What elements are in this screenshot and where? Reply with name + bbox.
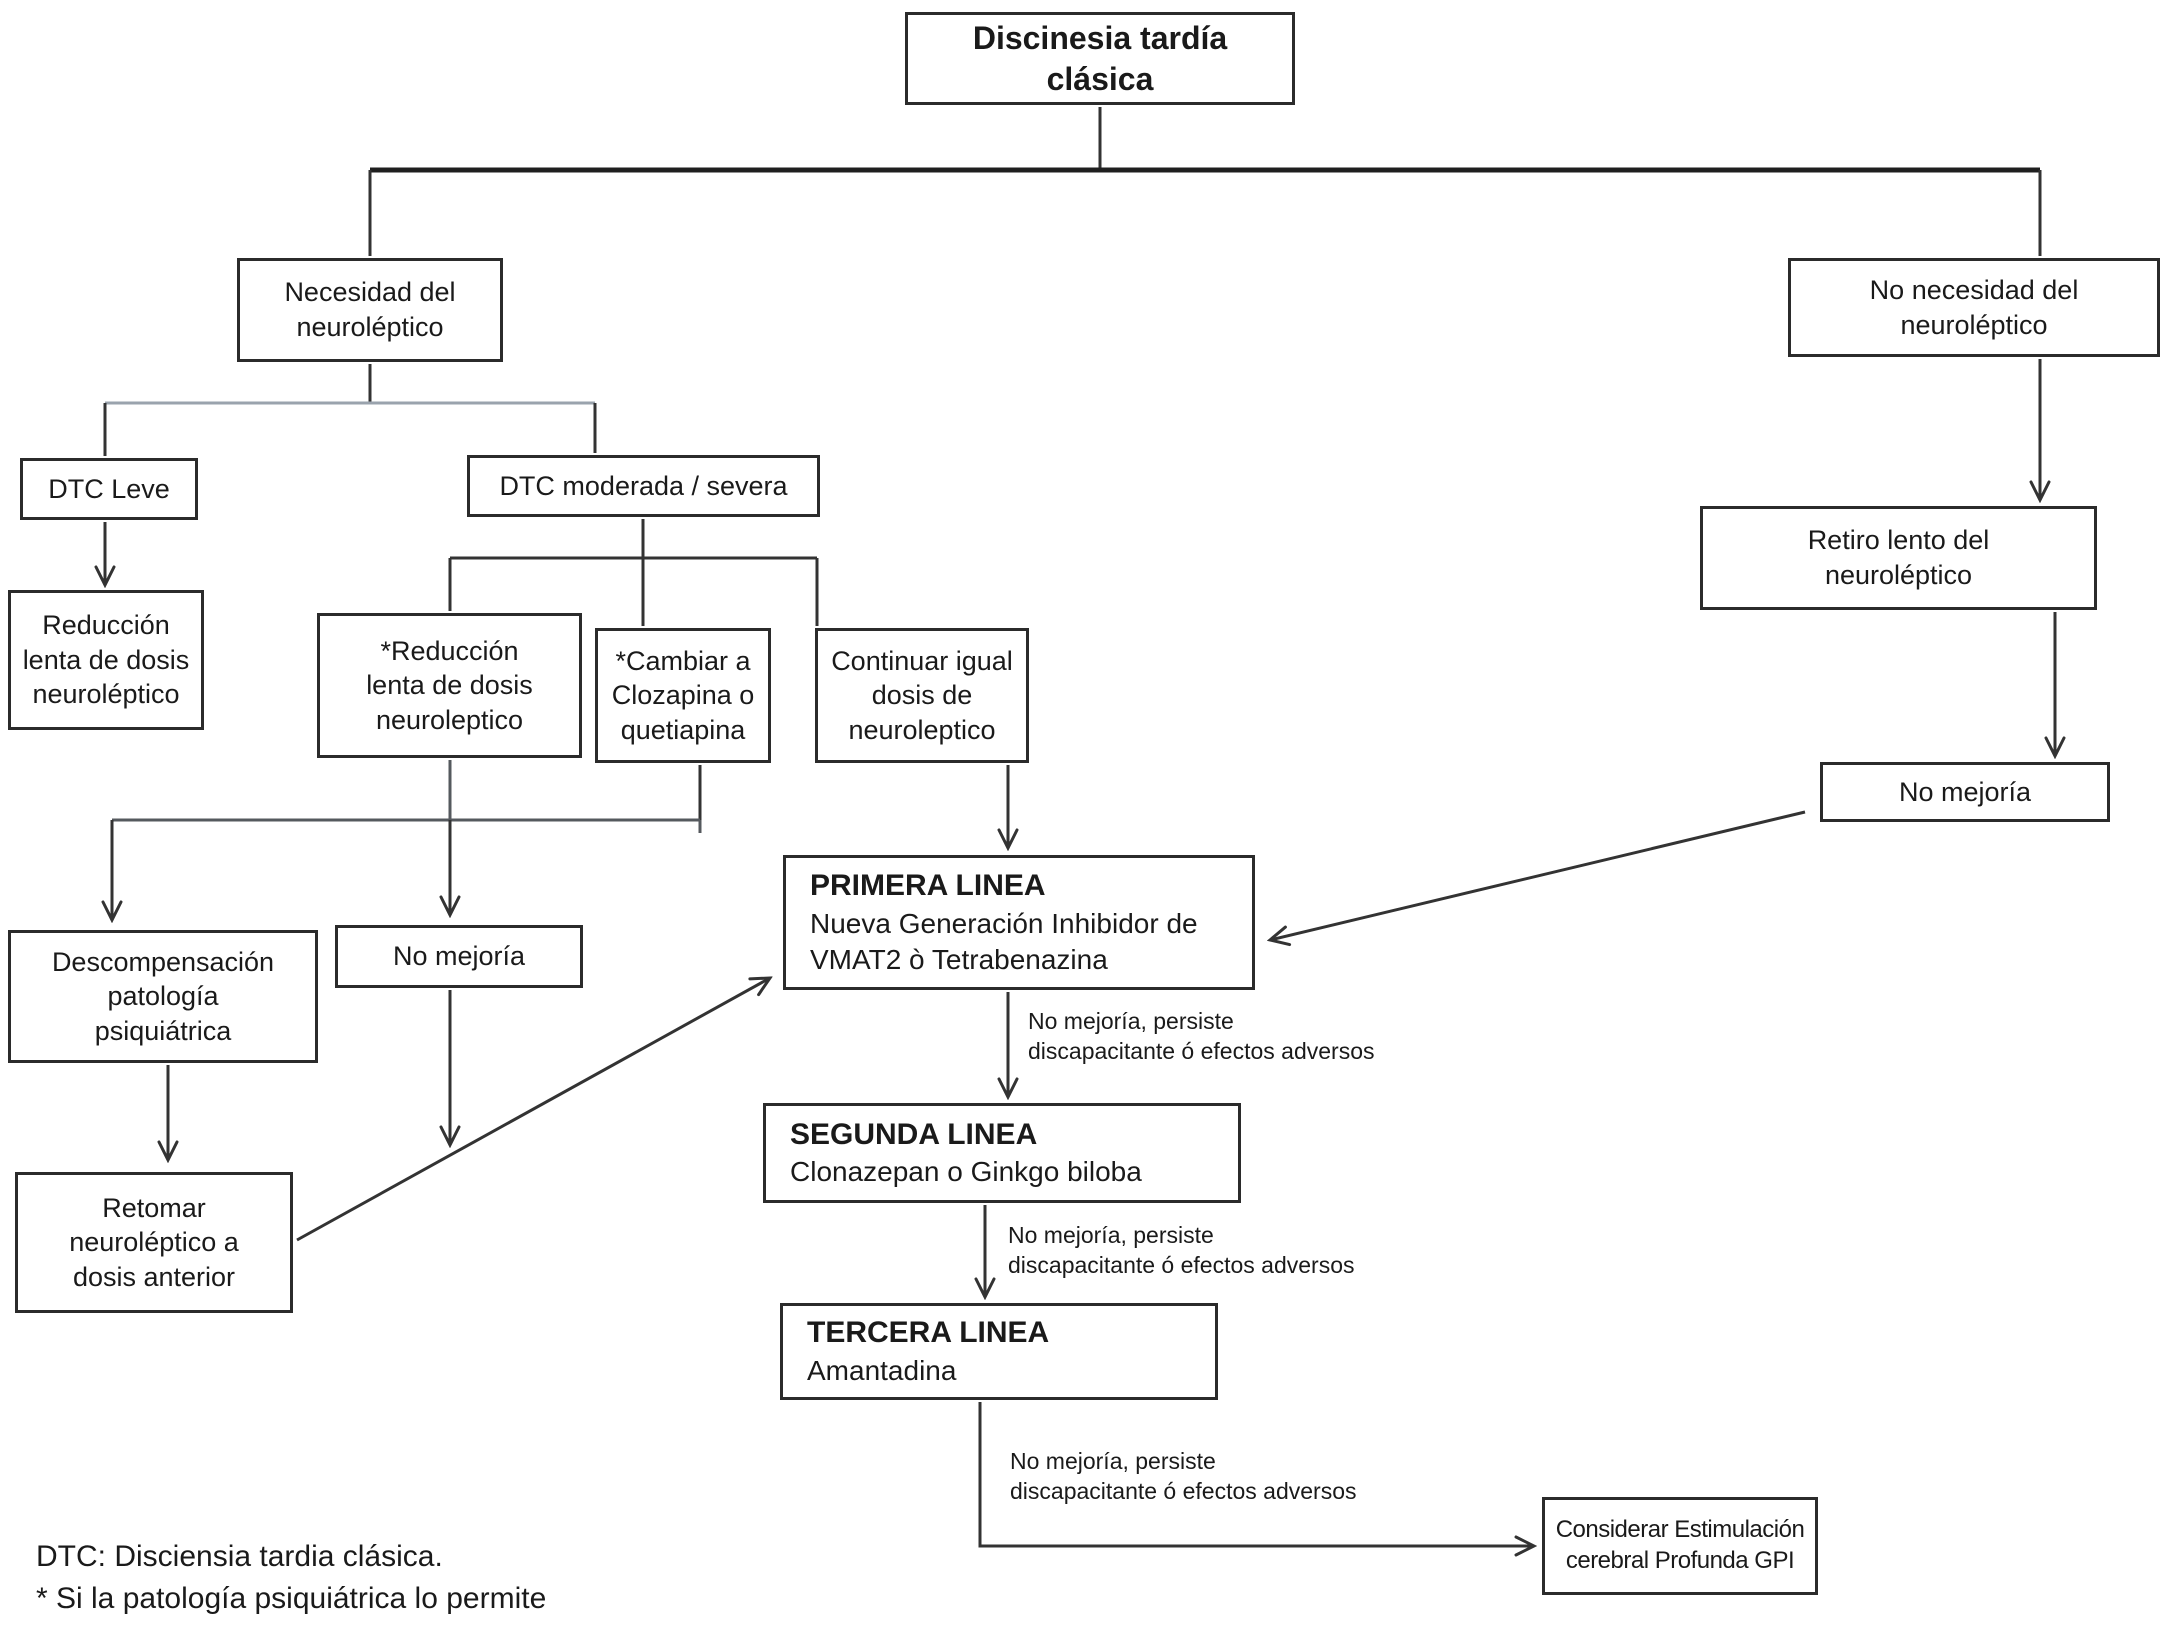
node-primera-linea: PRIMERA LINEA Nueva Generación Inhibidor… (783, 855, 1255, 990)
node-segunda-linea: SEGUNDA LINEA Clonazepan o Ginkgo biloba (763, 1103, 1241, 1203)
primera-linea-heading: PRIMERA LINEA (810, 869, 1046, 903)
node-dtc-leve: DTC Leve (20, 458, 198, 520)
footnotes: DTC: Disciensia tardia clásica. * Si la … (36, 1540, 547, 1615)
node-no-mejoria-derecha: No mejoría (1820, 762, 2110, 822)
node-continuar-igual-dosis: Continuar igual dosis de neuroleptico (815, 628, 1029, 763)
node-discinesia-tardia-clasica: Discinesia tardía clásica (905, 12, 1295, 105)
node-considerar-estimulacion-gpi: Considerar Estimulación cerebral Profund… (1542, 1497, 1818, 1595)
edge-label-after-primera: No mejoría, persiste discapacitante ó ef… (1028, 1008, 1375, 1064)
edge-label-after-tercera: No mejoría, persiste discapacitante ó ef… (1010, 1448, 1357, 1504)
tercera-linea-body: Amantadina (807, 1354, 957, 1386)
node-necesidad-del-neuroleptico: Necesidad del neuroléptico (237, 258, 503, 362)
tercera-linea-heading: TERCERA LINEA (807, 1316, 1050, 1350)
node-retiro-lento-neuroleptico: Retiro lento del neuroléptico (1700, 506, 2097, 610)
arrow-retomar-primera-diagonal (296, 978, 770, 1242)
node-no-necesidad-del-neuroleptico: No necesidad del neuroléptico (1788, 258, 2160, 357)
arrow-tercera-considerar (978, 1402, 1534, 1546)
segunda-linea-heading: SEGUNDA LINEA (790, 1117, 1038, 1151)
node-cambiar-clozapina-quetiapina: *Cambiar a Clozapina o quetiapina (595, 628, 771, 763)
node-retomar-neuroleptico: Retomar neuroléptico a dosis anterior (15, 1172, 293, 1313)
node-dtc-moderada-severa: DTC moderada / severa (467, 455, 820, 517)
arrow-no-mejoria-der-primera-diagonal (1270, 810, 1806, 940)
segunda-linea-body: Clonazepan o Ginkgo biloba (790, 1156, 1142, 1188)
edge-label-after-segunda: No mejoría, persiste discapacitante ó ef… (1008, 1222, 1355, 1278)
node-reduccion-lenta-dosis: Reducción lenta de dosis neuroléptico (8, 590, 204, 730)
primera-linea-body: Nueva Generación Inhibidor de VMAT2 ò Te… (810, 907, 1198, 975)
node-reduccion-lenta-dosis-asterisco: *Reducción lenta de dosis neuroleptico (317, 613, 582, 758)
node-no-mejoria-izquierda: No mejoría (335, 925, 583, 988)
node-descompensacion-patologia: Descompensación patología psiquiátrica (8, 930, 318, 1063)
node-tercera-linea: TERCERA LINEA Amantadina (780, 1303, 1218, 1400)
